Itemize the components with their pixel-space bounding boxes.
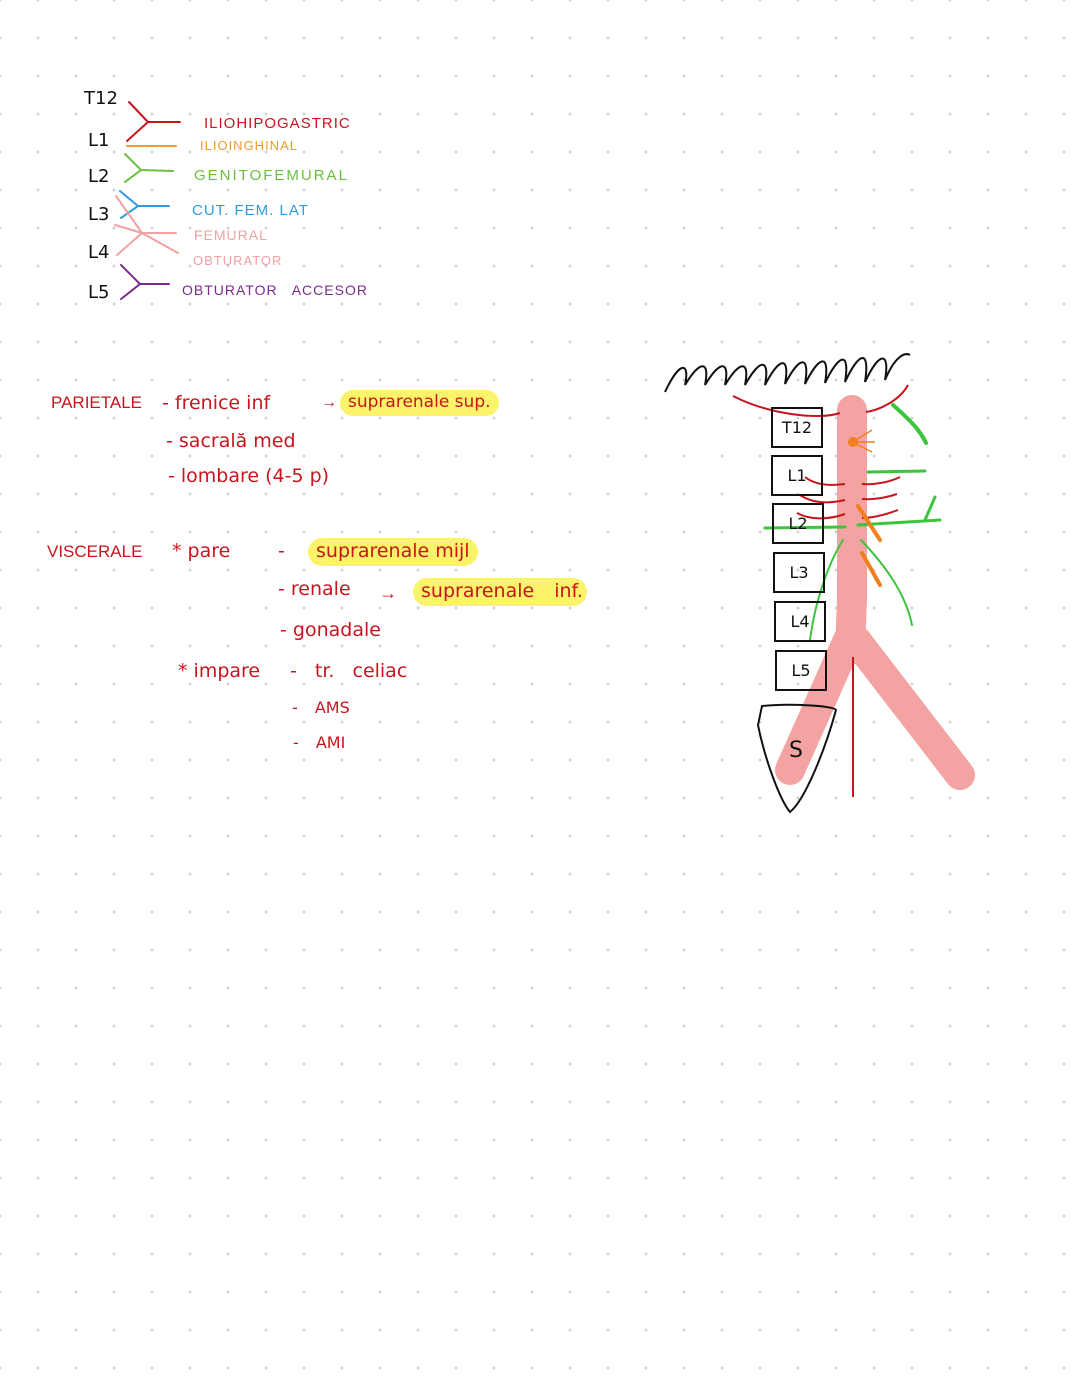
segment-label-l2: L2: [88, 166, 110, 187]
highlight-suprarenale-mijl: suprarenale mijl: [308, 538, 478, 566]
impare-item-ami: - AMI: [293, 733, 346, 752]
sacrum-label: S: [789, 738, 803, 763]
nerve-label-iliohipogastric: ILIOHIPOGASTRIC: [204, 115, 351, 132]
nerve-label-ilioinghinal: ILIOINGHINAL: [200, 138, 298, 153]
parietale-item-sacrala: - sacrală med: [166, 430, 296, 452]
nerve-label-obturator-accesor: OBTURATOR ACCESOR: [182, 282, 368, 298]
segment-label-l4: L4: [88, 242, 110, 263]
segment-label-l1: L1: [88, 130, 110, 151]
nerve-label-femural: FEMURAL: [194, 227, 268, 243]
parietale-item-lombare: - lombare (4-5 p): [168, 465, 330, 487]
parietale-heading: PARIETALE: [51, 393, 143, 412]
pare-label: * pare: [172, 540, 231, 562]
pare-item-dash: -: [278, 540, 285, 562]
pare-item-gonadale: - gonadale: [280, 619, 381, 641]
parietale-item-frenice: - frenice inf: [162, 392, 271, 414]
nerve-label-genitofemural: GENITOFEMURAL: [194, 167, 349, 184]
viscerale-heading: VISCERALE: [47, 542, 143, 561]
impare-item-tr-celiac: - tr. celiac: [290, 660, 408, 682]
vertebra-l4: L4: [774, 601, 826, 642]
vertebra-l2: L2: [772, 503, 824, 544]
nerve-label-cut-fem-lat: CUT. FEM. LAT: [192, 202, 309, 219]
vertebra-l5: L5: [775, 650, 827, 691]
highlight-suprarenale-inf: suprarenale inf.: [413, 578, 587, 606]
plexus-branch-lines: [114, 101, 181, 300]
arrow-icon: →: [321, 394, 337, 411]
arrow-icon: →: [379, 583, 397, 603]
impare-label: * impare: [178, 660, 261, 682]
segment-label-l3: L3: [88, 204, 110, 225]
vertebra-l3: L3: [773, 552, 825, 593]
highlight-suprarenale-sup: suprarenale sup.: [340, 390, 499, 416]
diaphragm-icon: [664, 353, 911, 393]
aorta-drawing: [664, 353, 975, 814]
pare-item-renale: - renale: [278, 578, 351, 600]
vertebra-t12: T12: [771, 407, 823, 448]
sacrum-outline: [756, 703, 838, 814]
impare-item-ams: - AMS: [292, 698, 350, 717]
segment-label-l5: L5: [88, 282, 110, 303]
nerve-label-obturator: OBTURATOR: [193, 253, 283, 268]
vertebra-l1: L1: [771, 455, 823, 496]
segment-label-t12: T12: [84, 88, 118, 109]
